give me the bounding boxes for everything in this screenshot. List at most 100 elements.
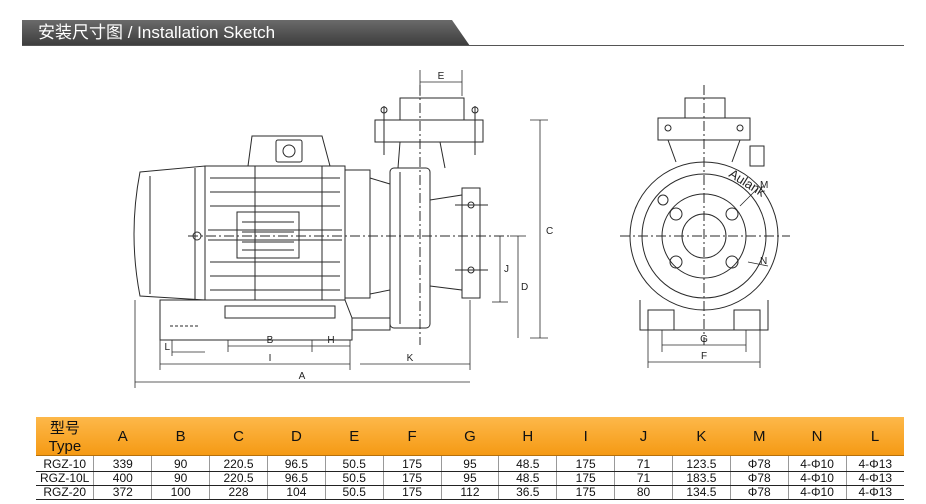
dim-label-n: N	[760, 256, 767, 267]
motor-flange	[344, 169, 371, 299]
table-row: RGZ-10 339 90 220.5 96.5 50.5 175 95 48.…	[36, 455, 904, 472]
header-l: L	[846, 417, 904, 456]
header-j: J	[614, 417, 673, 456]
flange-bolt-hole	[725, 207, 739, 221]
brand-mark: Aulank	[726, 166, 768, 200]
base-rib	[224, 305, 336, 319]
terminal-box	[247, 135, 331, 167]
nameplate	[236, 211, 300, 259]
cell-b: 90	[151, 471, 211, 486]
cell-h: 48.5	[498, 471, 558, 486]
spec-table-header-row: 型号Type A B C D E F G H I J K M N L	[36, 417, 904, 456]
header-c: C	[209, 417, 268, 456]
cell-e: 50.5	[325, 485, 384, 500]
header-m: M	[730, 417, 789, 456]
dim-label-m: M	[760, 180, 768, 191]
side-view	[133, 70, 548, 388]
cell-f: 175	[383, 485, 442, 500]
cell-m: Φ78	[730, 485, 789, 500]
cell-i: 175	[556, 455, 616, 472]
outlet-flange	[374, 119, 484, 143]
cell-k: 134.5	[672, 485, 731, 500]
cell-h: 48.5	[498, 455, 558, 472]
cell-a: 400	[93, 471, 153, 486]
pump-foot	[352, 317, 391, 331]
dim-label-j: J	[504, 264, 509, 275]
dim-label-c: C	[546, 226, 553, 237]
cell-type: RGZ-10L	[36, 471, 95, 486]
cell-b: 90	[151, 455, 211, 472]
cell-g: 95	[441, 471, 500, 486]
front-base	[639, 300, 769, 331]
cell-type: RGZ-20	[36, 485, 95, 500]
header-f: F	[383, 417, 442, 456]
cell-l: 4-Φ13	[846, 485, 904, 500]
cell-f: 175	[383, 455, 442, 472]
cell-i: 175	[556, 471, 616, 486]
outlet-flange-top	[399, 97, 465, 121]
header-b: B	[151, 417, 210, 456]
cell-n: 4-Φ10	[788, 485, 847, 500]
dim-label-b: B	[267, 335, 274, 346]
cell-f: 175	[383, 471, 442, 486]
cell-a: 339	[93, 455, 153, 472]
dim-label-e: E	[438, 71, 445, 82]
flange-bolt-hole	[725, 255, 739, 269]
motor-base	[159, 299, 353, 341]
cell-j: 80	[614, 485, 673, 500]
header-a: A	[93, 417, 152, 456]
dimension-lines	[134, 70, 548, 388]
dim-label-k: K	[407, 353, 414, 364]
dim-label-i: I	[269, 353, 272, 364]
spec-table: 型号Type A B C D E F G H I J K M N L RGZ-1…	[36, 417, 904, 500]
header-n: N	[788, 417, 847, 456]
cell-g: 95	[441, 455, 500, 472]
cell-d: 104	[267, 485, 326, 500]
cell-c: 220.5	[209, 471, 268, 486]
dim-label-l: L	[164, 342, 170, 353]
header-divider	[22, 45, 904, 46]
front-dimension-lines	[647, 187, 769, 368]
inlet-nozzle	[429, 194, 463, 291]
dim-label-g: G	[700, 334, 708, 345]
header-g: G	[441, 417, 499, 456]
cell-l: 4-Φ13	[846, 455, 904, 472]
cell-j: 71	[614, 471, 673, 486]
table-row: RGZ-20 372 100 228 104 50.5 175 112 36.5…	[36, 485, 904, 500]
cell-a: 372	[93, 485, 153, 500]
dim-label-h: H	[327, 335, 334, 346]
header-i: I	[556, 417, 615, 456]
header-e: E	[325, 417, 384, 456]
front-view	[620, 85, 790, 368]
cell-d: 96.5	[267, 455, 326, 472]
inlet-flange	[461, 187, 481, 299]
installation-drawing: E C J D B H I K A L M N G F Aulank	[133, 70, 790, 388]
cell-m: Φ78	[730, 471, 789, 486]
cell-b: 100	[151, 485, 211, 500]
cell-n: 4-Φ10	[788, 471, 847, 486]
section-title: 安装尺寸图 / Installation Sketch	[38, 23, 276, 42]
dim-label-f: F	[701, 351, 707, 362]
cell-j: 71	[614, 455, 673, 472]
cell-d: 96.5	[267, 471, 326, 486]
motor-body	[204, 165, 346, 301]
flange-bolt-hole	[669, 255, 683, 269]
cell-h: 36.5	[498, 485, 558, 500]
cell-type: RGZ-10	[36, 455, 95, 472]
cell-c: 228	[209, 485, 268, 500]
cell-l: 4-Φ13	[846, 471, 904, 486]
cell-g: 112	[441, 485, 500, 500]
section-header-tab	[22, 20, 470, 46]
cell-m: Φ78	[730, 455, 789, 472]
header-h: H	[498, 417, 557, 456]
dim-label-d: D	[521, 282, 528, 293]
cable-gland	[275, 139, 303, 163]
cell-k: 183.5	[672, 471, 731, 486]
flange-bolt-hole	[669, 207, 683, 221]
header-d: D	[267, 417, 326, 456]
header-k: K	[672, 417, 731, 456]
front-outlet-top	[684, 97, 726, 119]
cell-n: 4-Φ10	[788, 455, 847, 472]
cell-e: 50.5	[325, 471, 384, 486]
cell-c: 220.5	[209, 455, 268, 472]
